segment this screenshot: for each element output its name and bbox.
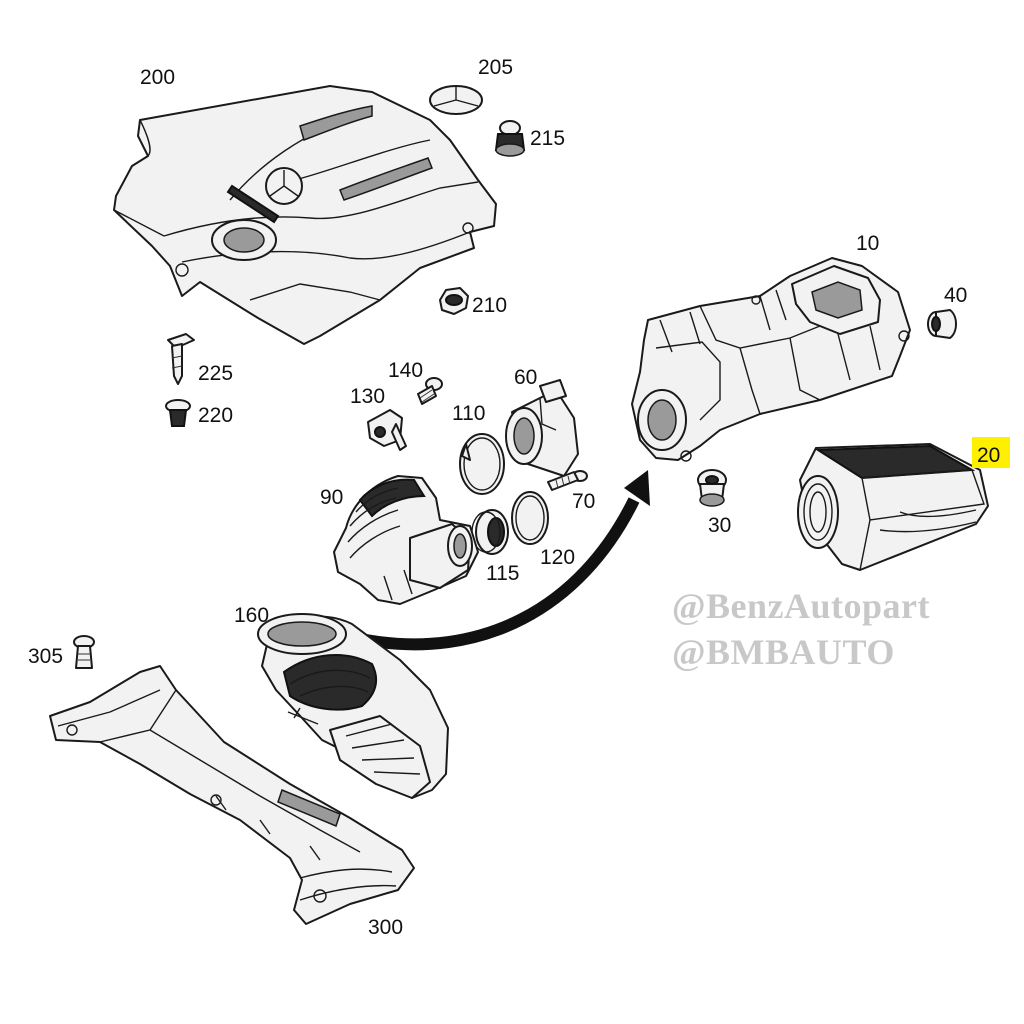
label-10: 10 xyxy=(856,232,879,255)
label-305: 305 xyxy=(28,645,63,668)
rubber-mount-30-part xyxy=(697,469,727,507)
air-filter-housing-10-part xyxy=(631,257,911,462)
clamp-ring-120-part xyxy=(511,491,549,545)
curved-arrow-icon xyxy=(364,470,650,651)
label-110: 110 xyxy=(452,402,485,425)
screw-70-part xyxy=(547,470,588,491)
label-215: 215 xyxy=(530,127,565,150)
intake-hose-90-part xyxy=(333,475,479,605)
clip-220-part xyxy=(165,399,191,427)
label-115: 115 xyxy=(486,562,519,585)
label-205: 205 xyxy=(478,56,513,79)
clip-305-part xyxy=(73,635,95,669)
label-200: 200 xyxy=(140,66,175,89)
watermark-benzautopart: @BenzAutopart xyxy=(672,586,930,626)
bolt-140-part xyxy=(417,377,443,405)
pin-225-part xyxy=(167,333,195,385)
watermark-bmbauto: @BMBAUTO xyxy=(672,632,895,672)
label-140: 140 xyxy=(388,359,423,382)
grommet-215-part xyxy=(494,120,526,157)
label-220: 220 xyxy=(198,404,233,427)
label-90: 90 xyxy=(320,486,343,509)
sensor-130-part xyxy=(367,409,407,451)
label-30: 30 xyxy=(708,514,731,537)
air-filter-element-20-part xyxy=(797,443,989,571)
label-300: 300 xyxy=(368,916,403,939)
label-20-highlight xyxy=(972,437,1010,468)
nut-210-part xyxy=(439,287,469,315)
label-160: 160 xyxy=(234,604,269,627)
hose-clamp-110-part xyxy=(459,433,505,495)
label-70: 70 xyxy=(572,490,595,513)
intake-duct-160-part xyxy=(257,613,449,799)
air-mass-sensor-60-part xyxy=(505,379,579,477)
label-120: 120 xyxy=(540,546,575,569)
label-20: 20 xyxy=(977,444,1000,467)
star-emblem-part xyxy=(429,85,483,115)
engine-cover-part xyxy=(113,85,497,345)
label-130: 130 xyxy=(350,385,385,408)
bracket-300-part xyxy=(49,665,415,925)
label-40: 40 xyxy=(944,284,967,307)
label-60: 60 xyxy=(514,366,537,389)
grommet-40-part xyxy=(927,309,957,339)
label-210: 210 xyxy=(472,294,507,317)
label-225: 225 xyxy=(198,362,233,385)
